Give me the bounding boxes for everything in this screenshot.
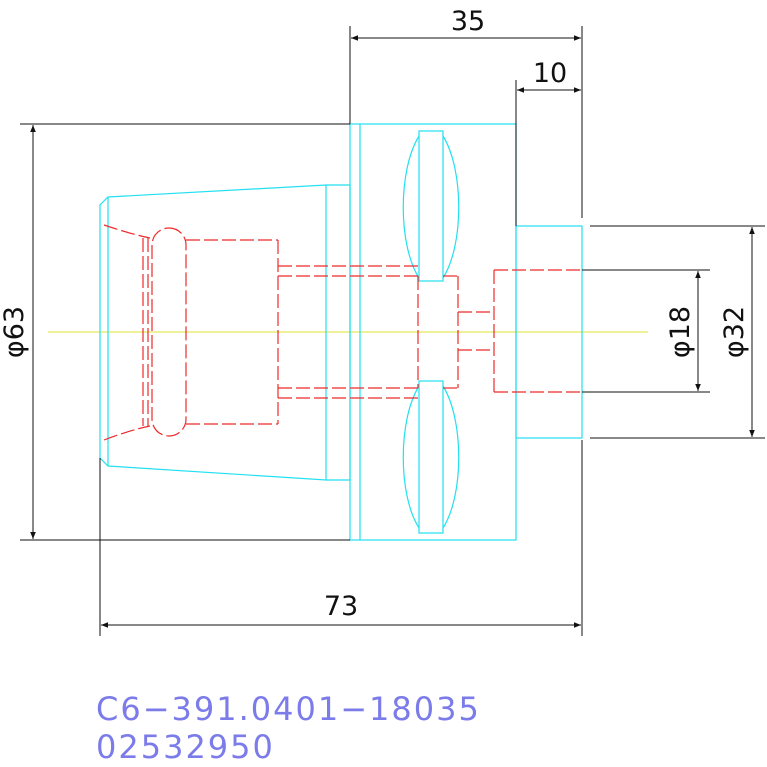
part-outline — [99, 123, 583, 541]
dimension-lines — [20, 26, 765, 636]
dim-flange-width: 35 — [451, 6, 485, 37]
dim-bore-diameter: φ18 — [665, 306, 696, 358]
dim-body-diameter: φ63 — [0, 306, 30, 358]
dim-overall-length: 73 — [324, 591, 358, 622]
dim-shank-length: 10 — [533, 58, 567, 89]
part-code: C6−391.0401−18035 — [96, 690, 481, 728]
dim-shank-diameter: φ32 — [719, 306, 750, 358]
part-number: 02532950 — [96, 728, 275, 766]
hidden-bore-lines — [103, 224, 582, 441]
